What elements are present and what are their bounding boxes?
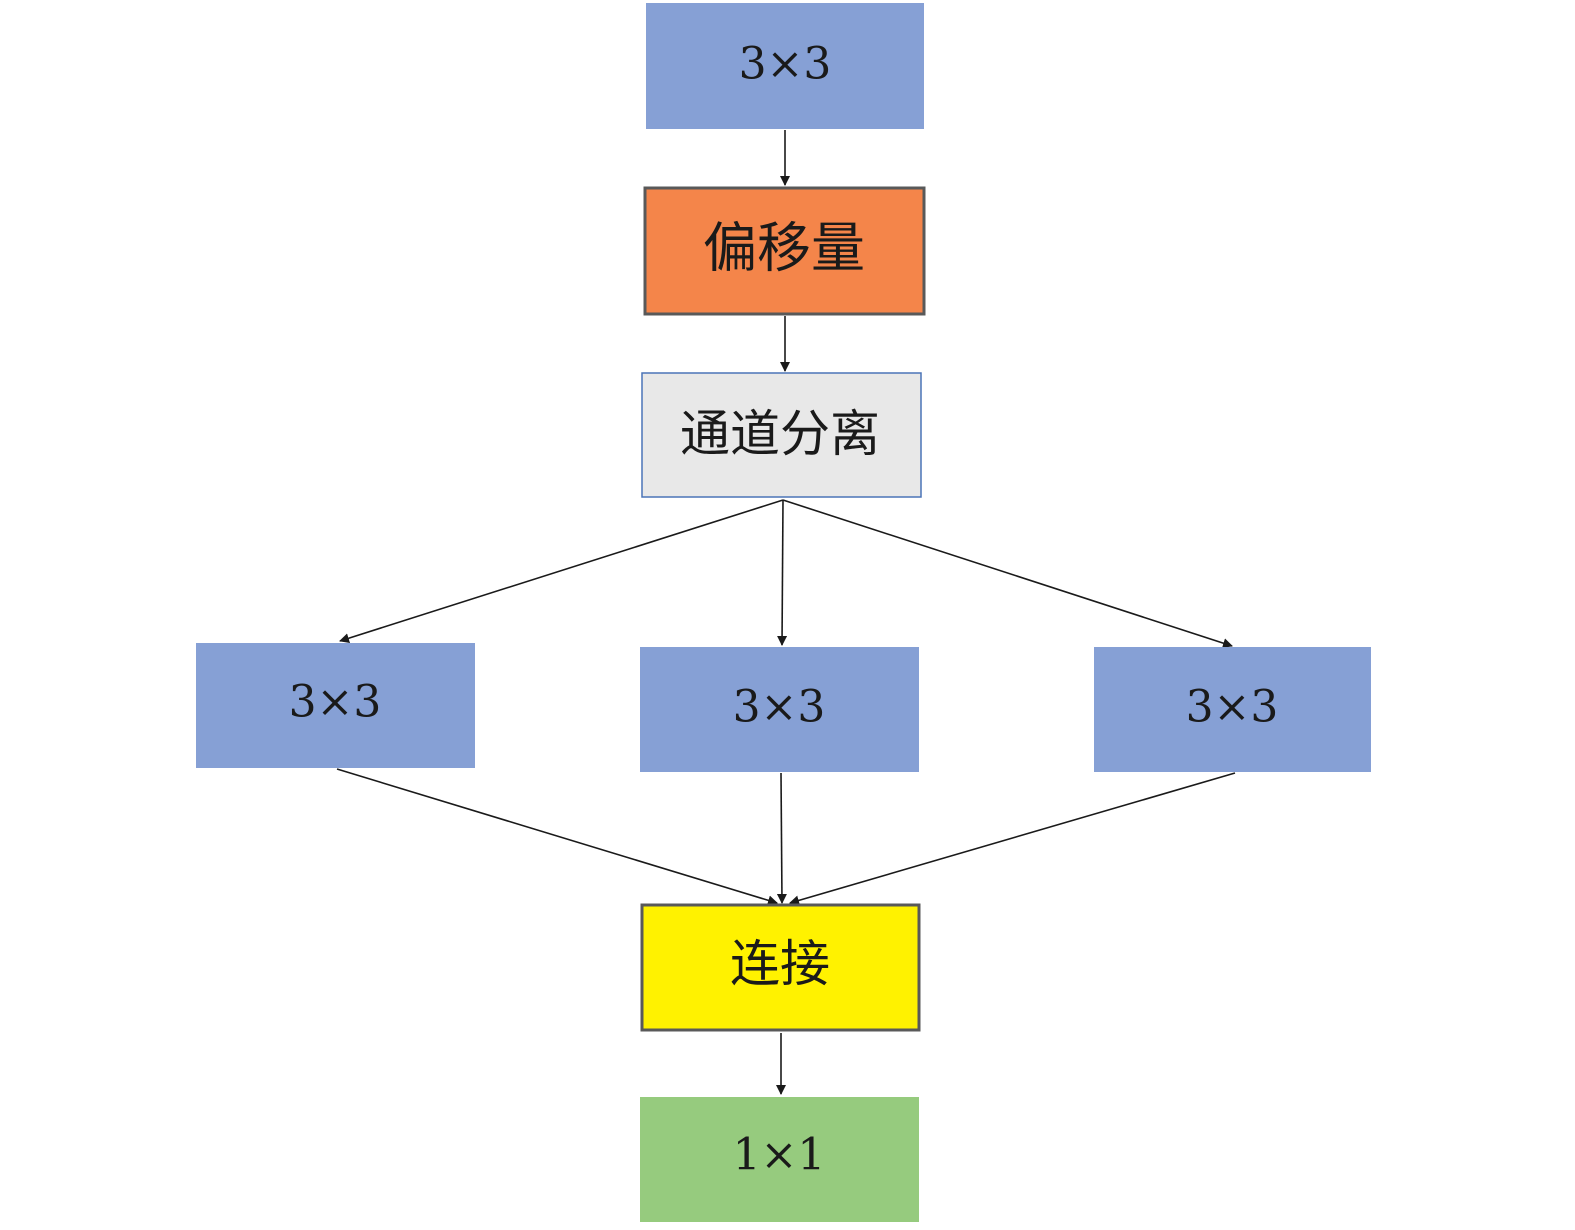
node-top-conv: 3×3 [646, 3, 924, 129]
edges [336, 130, 1236, 1095]
node-branch-left-label: 3×3 [289, 677, 382, 728]
node-concat-label: 连接 [730, 935, 830, 993]
edge-split-to-left [339, 499, 784, 644]
edge-right-to-concat [789, 772, 1236, 906]
node-branch-center-label: 3×3 [733, 682, 826, 733]
edge-split-to-right [782, 499, 1233, 648]
node-offset-label: 偏移量 [703, 217, 865, 280]
node-pointwise: 1×1 [640, 1097, 919, 1222]
node-channel-split: 通道分离 [641, 372, 922, 498]
node-concat: 连接 [640, 903, 921, 1032]
node-branch-right-label: 3×3 [1186, 682, 1279, 733]
edge-center-to-concat [776, 772, 787, 904]
node-channel-split-label: 通道分离 [680, 405, 880, 463]
node-pointwise-label: 1×1 [733, 1130, 826, 1181]
node-branch-center: 3×3 [640, 647, 919, 772]
node-offset: 偏移量 [643, 186, 926, 316]
edge-split-to-center [777, 499, 788, 646]
node-top-conv-label: 3×3 [739, 39, 832, 90]
node-branch-left: 3×3 [196, 643, 475, 768]
edge-left-to-concat [336, 768, 778, 906]
node-branch-right: 3×3 [1094, 647, 1371, 772]
